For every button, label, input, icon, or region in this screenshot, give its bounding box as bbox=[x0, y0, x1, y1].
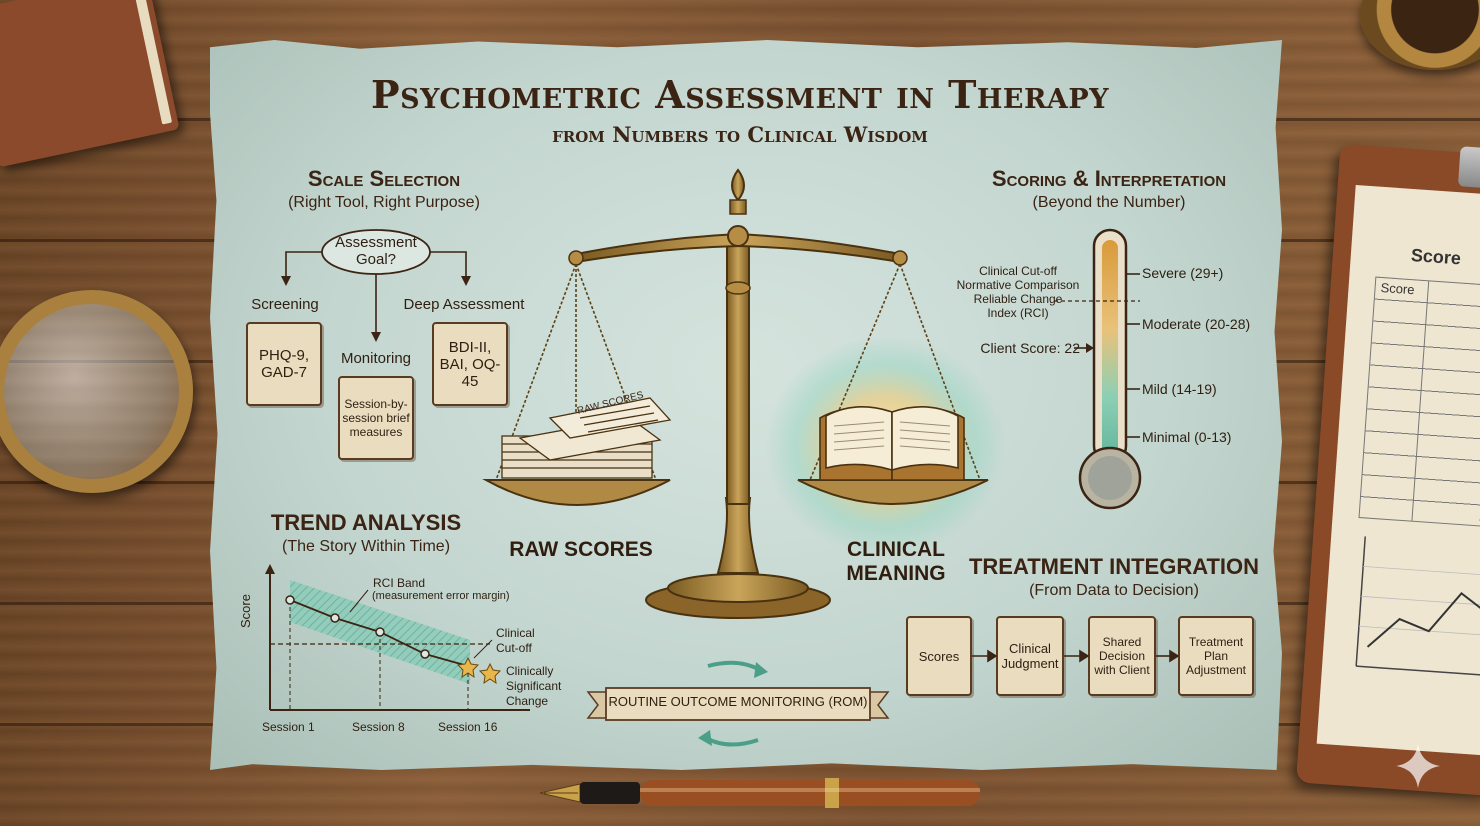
client-score-label: Client Score: 22 bbox=[980, 340, 1080, 356]
thermometer-icon bbox=[1054, 228, 1142, 510]
trend-title: TREND ANALYSIS bbox=[270, 510, 462, 535]
clipboard-title: Score bbox=[1410, 245, 1462, 269]
clipboard-paper: Score Score 1 2 3 4 5 6 7 8 0 1 bbox=[1316, 184, 1480, 757]
level-minimal: Minimal (0-13) bbox=[1142, 429, 1232, 445]
scale-selection-arrows bbox=[281, 229, 471, 342]
trend-subtitle: (The Story Within Time) bbox=[281, 538, 451, 555]
step-treatment-plan: Treatment Plan Adjustment bbox=[1178, 616, 1254, 696]
rci-band-note: (measurement error margin) bbox=[372, 590, 510, 602]
treatment-subtitle: (From Data to Decision) bbox=[1029, 582, 1199, 599]
clipboard-table bbox=[1358, 276, 1480, 530]
session-16-label: Session 16 bbox=[438, 720, 498, 734]
normative-comparison-label: Normative Comparison bbox=[956, 278, 1080, 292]
screening-label: Screening bbox=[251, 296, 319, 313]
rci-label: Index (RCI) bbox=[987, 306, 1049, 320]
clinically-significant-label: Clinically Significant Change bbox=[506, 664, 562, 708]
deep-assessment-tools: BDI-II, BAI, OQ-45 bbox=[439, 338, 501, 390]
scoring-subtitle: (Beyond the Number) bbox=[1032, 194, 1186, 211]
screening-tools: PHQ-9, GAD-7 bbox=[258, 347, 309, 381]
level-moderate: Moderate (20-28) bbox=[1142, 316, 1251, 332]
clinical-meaning-label: CLINICAL MEANING bbox=[846, 538, 946, 585]
deep-assessment-tools-scroll: BDI-II, BAI, OQ-45 bbox=[432, 322, 508, 406]
step-treatment-plan-label: Treatment Plan Adjustment bbox=[1185, 635, 1247, 677]
fountain-pen-icon bbox=[539, 778, 980, 808]
level-mild: Mild (14-19) bbox=[1142, 381, 1217, 397]
clipboard-line-chart bbox=[1355, 536, 1480, 678]
clipboard-clip bbox=[1457, 146, 1480, 191]
step-scores-label: Scores bbox=[918, 648, 960, 664]
page-subtitle: from Numbers to Clinical Wisdom bbox=[552, 122, 928, 147]
treatment-title: TREATMENT INTEGRATION bbox=[968, 554, 1260, 579]
scoring-left-labels: Clinical Cut-off Normative Comparison Re… bbox=[952, 264, 1084, 320]
trend-ylabel: Score bbox=[238, 594, 253, 628]
raw-scores-label: RAW SCORES bbox=[509, 538, 653, 561]
monitoring-tools: Session-by-session brief measures bbox=[342, 397, 410, 439]
scale-selection-subtitle: (Right Tool, Right Purpose) bbox=[288, 194, 480, 211]
assessment-goal-label: Assessment Goal? bbox=[335, 234, 417, 268]
clipboard-col-header: Score bbox=[1380, 279, 1416, 298]
step-clinical-judgment-label: Clinical Judgment bbox=[1001, 641, 1059, 671]
clinical-cutoff-label: Clinical Cut-off bbox=[979, 264, 1057, 278]
scoring-title: Scoring & Interpretation bbox=[991, 166, 1227, 191]
rom-banner bbox=[586, 660, 890, 747]
reliable-change-label: Reliable Change bbox=[973, 292, 1063, 306]
page-title: Psychometric Assessment in Therapy bbox=[371, 72, 1109, 117]
step-shared-decision-label: Shared Decision with Client bbox=[1094, 635, 1150, 677]
rci-band-label: RCI Band bbox=[373, 576, 426, 590]
balance-scale-illustration: RAW SCORES bbox=[482, 168, 1005, 619]
trend-chart bbox=[265, 564, 530, 711]
step-clinical-judgment: Clinical Judgment bbox=[996, 616, 1064, 696]
rom-label: ROUTINE OUTCOME MONITORING (ROM) bbox=[608, 694, 868, 709]
trend-cutoff-label: Clinical Cut-off bbox=[496, 626, 535, 655]
scale-selection-title: Scale Selection bbox=[307, 166, 461, 191]
monitoring-label: Monitoring bbox=[340, 350, 412, 367]
session-1-label: Session 1 bbox=[262, 720, 315, 734]
level-severe: Severe (29+) bbox=[1142, 265, 1224, 281]
clipboard: Score Score 1 2 3 4 5 6 7 8 0 1 bbox=[1295, 143, 1480, 797]
sparkle-icon bbox=[1396, 744, 1440, 788]
screening-tools-scroll: PHQ-9, GAD-7 bbox=[246, 322, 322, 406]
deep-assessment-label: Deep Assessment bbox=[403, 296, 525, 313]
session-8-label: Session 8 bbox=[352, 720, 405, 734]
monitoring-tools-scroll: Session-by-session brief measures bbox=[338, 376, 414, 460]
treatment-flow-arrows bbox=[972, 649, 1180, 663]
step-scores: Scores bbox=[906, 616, 972, 696]
